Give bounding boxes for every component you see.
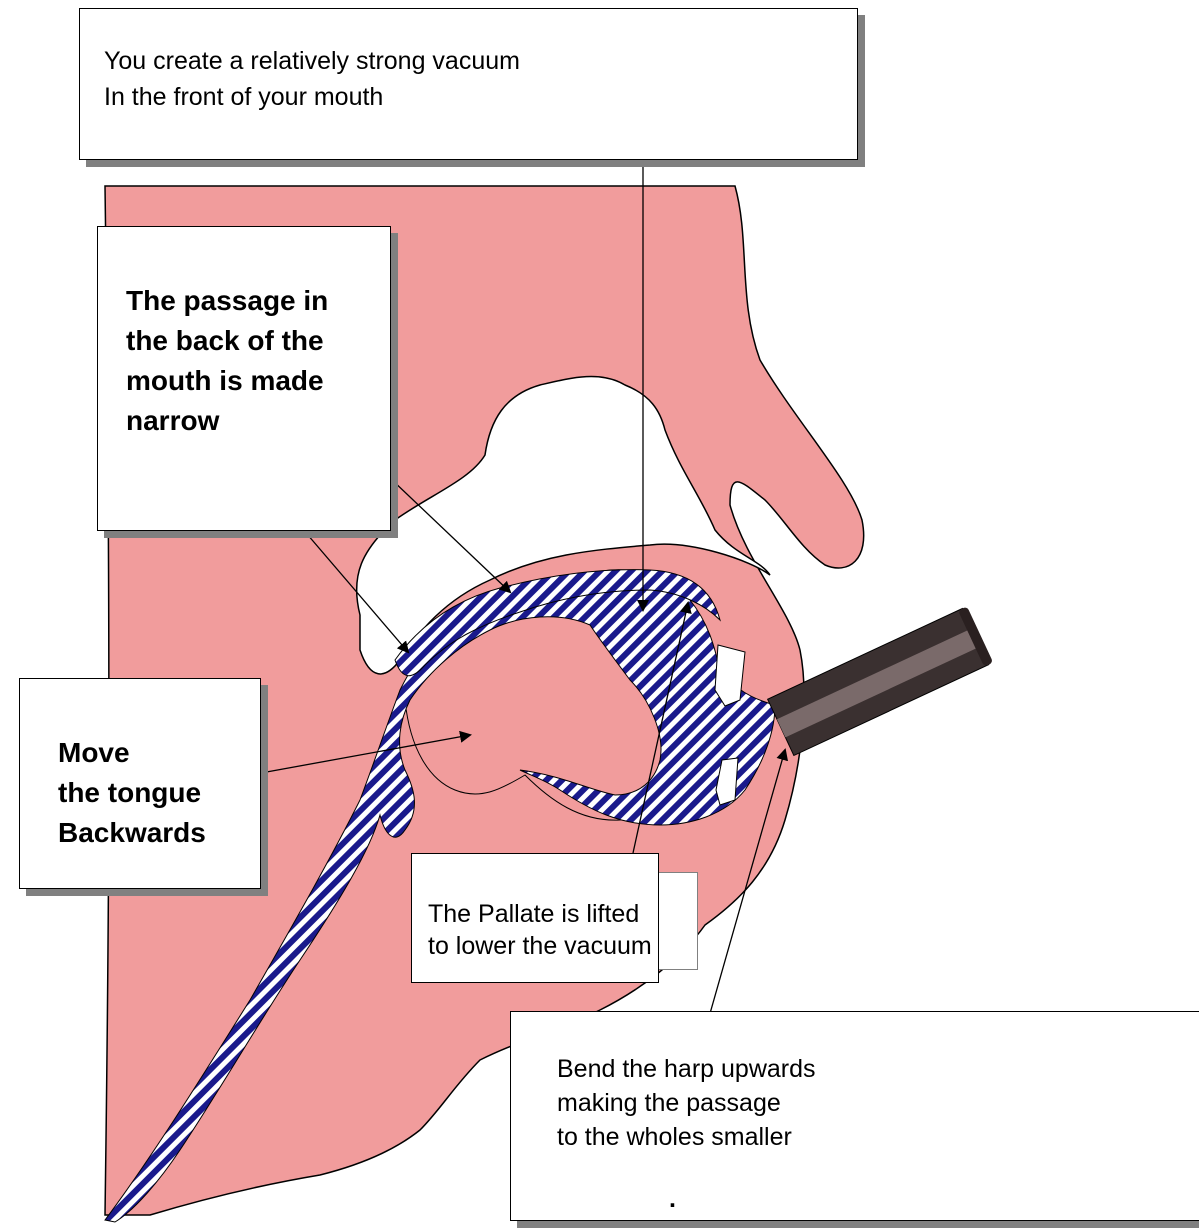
callout-tongue-line-2: the tongue xyxy=(58,773,260,813)
callout-pallate: The Pallate is lifted to lower the vacuu… xyxy=(411,853,659,983)
callout-bend-line-3: to the wholes smaller xyxy=(557,1120,1199,1154)
callout-bend-line-1: Bend the harp upwards xyxy=(557,1052,1199,1086)
callout-vacuum-line-1: You create a relatively strong vacuum xyxy=(104,43,857,79)
upper-tooth-icon xyxy=(715,645,745,706)
callout-passage-line-4: narrow xyxy=(126,401,390,441)
callout-tongue-line-3: Backwards xyxy=(58,813,260,853)
callout-bend: Bend the harp upwards making the passage… xyxy=(510,1011,1199,1221)
callout-bend-mark: . xyxy=(669,1182,676,1216)
callout-pallate-line-2: to lower the vacuum xyxy=(428,930,658,962)
callout-passage-line-3: mouth is made xyxy=(126,361,390,401)
callout-bend-line-2: making the passage xyxy=(557,1086,1199,1120)
callout-pallate-shadow xyxy=(657,872,698,970)
callout-tongue-line-1: Move xyxy=(58,733,260,773)
callout-tongue: Move the tongue Backwards xyxy=(19,678,261,889)
callout-vacuum: You create a relatively strong vacuum In… xyxy=(79,8,858,160)
callout-passage: The passage in the back of the mouth is … xyxy=(97,226,391,531)
callout-passage-line-2: the back of the xyxy=(126,321,390,361)
callout-vacuum-line-2: In the front of your mouth xyxy=(104,79,857,115)
callout-passage-line-1: The passage in xyxy=(126,281,390,321)
callout-pallate-line-1: The Pallate is lifted xyxy=(428,898,658,930)
